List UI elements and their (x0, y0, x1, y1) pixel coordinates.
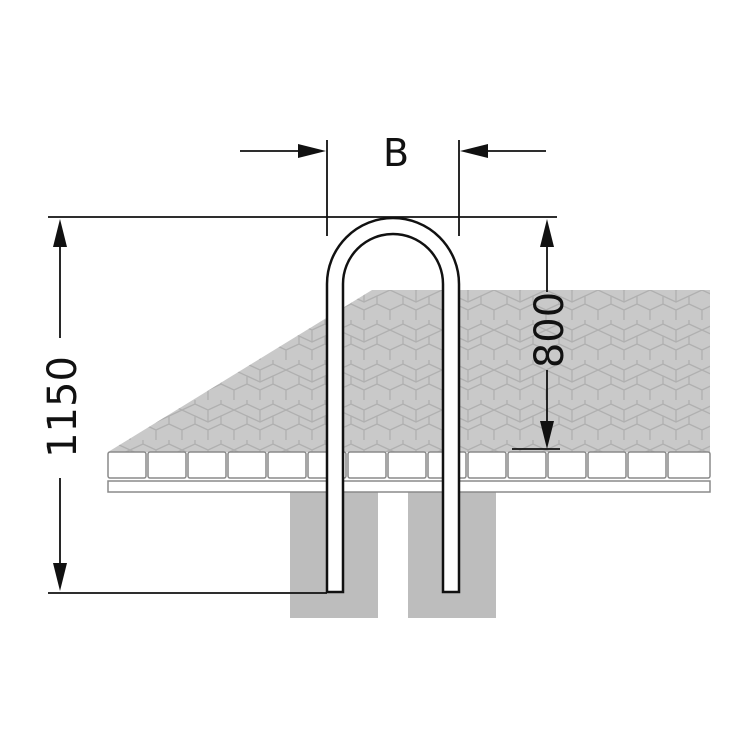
width-label: B (383, 131, 409, 175)
width-dimension (240, 140, 546, 236)
paving-surface (108, 290, 710, 452)
u-stand (325, 216, 461, 594)
total-height-label: 1150 (40, 356, 86, 458)
paving-edge-stones (107, 451, 711, 479)
paving-base-layer (107, 480, 711, 493)
above-ground-height-label: 800 (527, 292, 573, 368)
total-height-dimension (53, 219, 67, 591)
above-ground-height-dimension (512, 219, 560, 450)
